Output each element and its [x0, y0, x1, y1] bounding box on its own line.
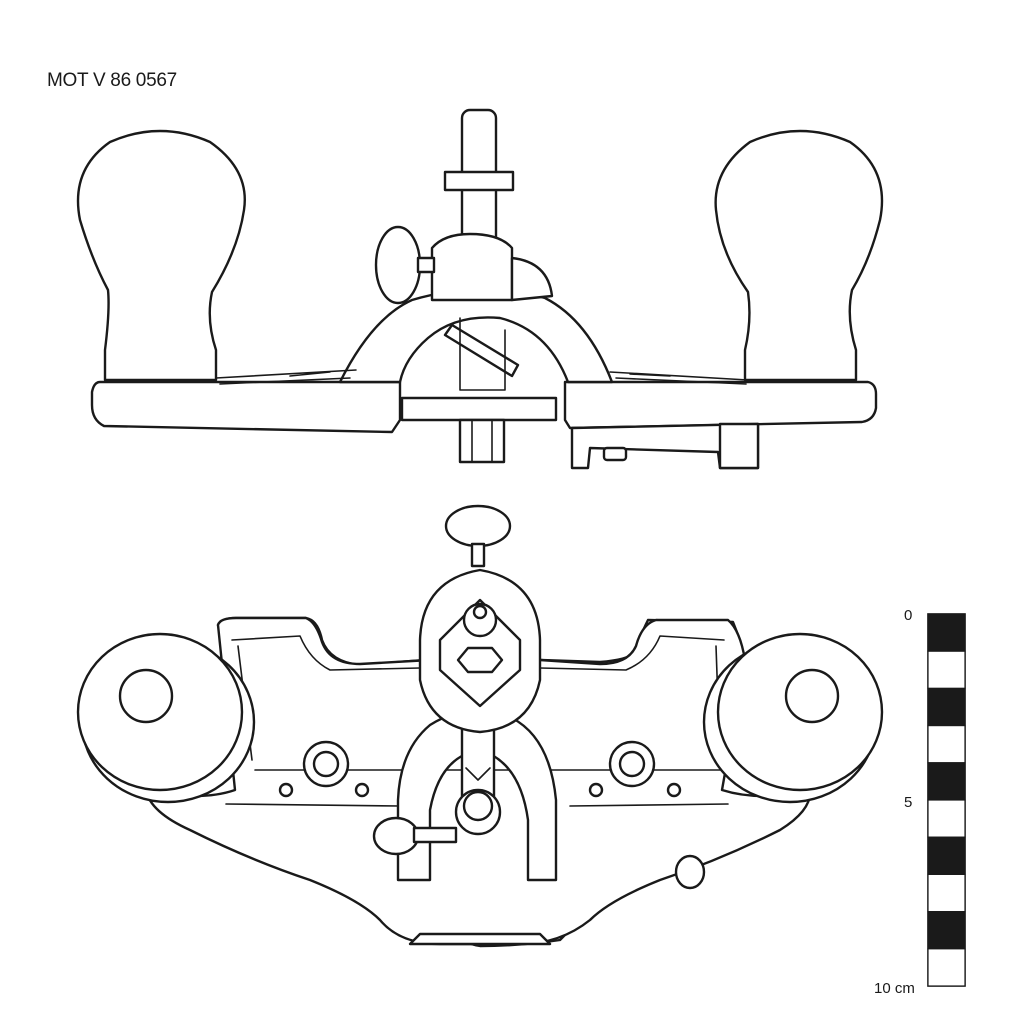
- left-screw-head: [312, 750, 340, 778]
- post-crossbar: [443, 170, 515, 192]
- right-hole-2: [666, 782, 682, 798]
- side-thumbscrew-shaft: [412, 826, 458, 844]
- scale-label-zero: 0: [904, 607, 912, 624]
- thumb-screw-shaft: [416, 256, 436, 274]
- scale-bar: [927, 613, 966, 987]
- post-collar: [430, 232, 514, 302]
- scale-segment: [927, 836, 966, 876]
- rear-stud: [674, 854, 706, 890]
- scale-segment: [927, 762, 966, 801]
- hex-nut: [456, 646, 504, 674]
- left-hole-2: [354, 782, 370, 798]
- top-thumbscrew-shaft: [470, 542, 486, 568]
- small-stud: [602, 446, 628, 462]
- sole-plate: [90, 380, 402, 434]
- scale-label-ten: 10 cm: [874, 980, 915, 997]
- right-screw-head: [618, 750, 646, 778]
- central-yoke: [396, 709, 558, 882]
- right-wing-detail: [609, 371, 749, 385]
- collar-lug: [510, 256, 554, 302]
- scale-segment: [927, 910, 966, 950]
- front-elevation-view: [76, 108, 884, 470]
- side-thumbscrew: [372, 816, 420, 856]
- post-top-outer: [462, 602, 498, 638]
- sole-plate-right: [563, 380, 878, 430]
- cutter-lock-center: [462, 790, 494, 822]
- cutter-clamp-plate: [400, 396, 558, 422]
- left-hole-1: [278, 782, 294, 798]
- bridge-arch: [338, 288, 614, 384]
- lower-shaft: [458, 418, 506, 464]
- right-knob: [714, 129, 884, 382]
- scale-label-five: 5: [904, 794, 912, 811]
- scale-segment: [927, 873, 966, 913]
- left-knob: [76, 129, 246, 382]
- scale-segment: [927, 687, 966, 727]
- cutter-shank: [459, 317, 506, 391]
- object-id-label: MOT V 86 0567: [47, 70, 177, 91]
- scale-segment: [927, 650, 966, 690]
- plan-view: [76, 504, 884, 948]
- scale-segment: [927, 613, 966, 652]
- right-hole-1: [588, 782, 604, 798]
- right-knob-center: [784, 668, 840, 724]
- left-wing-detail: [215, 369, 357, 385]
- scale-segment: [927, 799, 966, 838]
- left-knob-center: [118, 668, 174, 724]
- scale-segment: [927, 724, 966, 764]
- fence-edge: [408, 932, 552, 946]
- cutter-blade: [443, 323, 520, 378]
- top-thumbscrew: [444, 504, 512, 548]
- cutter-point: [465, 767, 491, 781]
- post-top-inner: [472, 604, 488, 620]
- fence-rod: [718, 422, 760, 470]
- thumb-screw-knob: [374, 225, 422, 305]
- scale-segment: [927, 948, 966, 987]
